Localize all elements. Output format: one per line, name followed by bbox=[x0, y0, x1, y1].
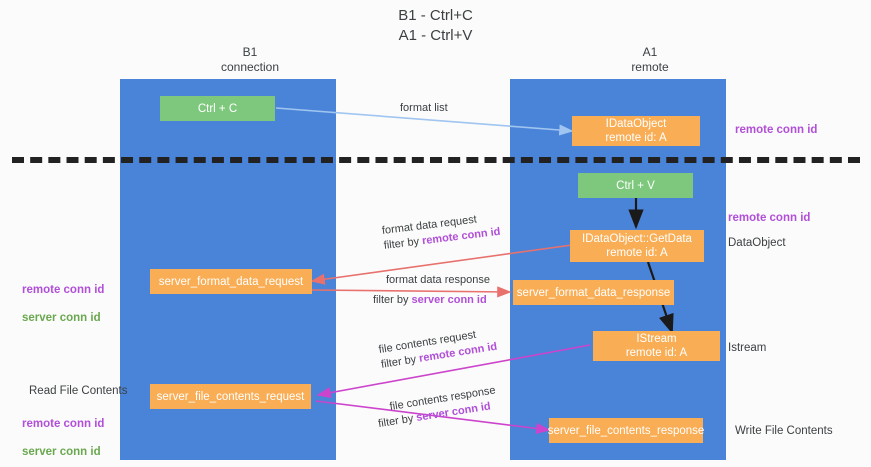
node-server-file-contents-response[interactable]: server_file_contents_response bbox=[548, 418, 704, 443]
node-istream[interactable]: IStream remote id: A bbox=[593, 331, 720, 361]
annotation-read-file-contents: Read File Contents bbox=[29, 385, 128, 397]
filter-by-text: filter by bbox=[377, 412, 418, 431]
column-header-b1: B1 connection bbox=[220, 45, 280, 74]
edge-label-format-list: format list bbox=[400, 101, 448, 116]
filter-by-text: filter by bbox=[383, 235, 423, 252]
annotation-write-file-contents: Write File Contents bbox=[735, 425, 833, 437]
annotation-dataobject: DataObject bbox=[728, 237, 786, 249]
node-ctrl-v[interactable]: Ctrl + V bbox=[578, 173, 693, 198]
annotation-istream: Istream bbox=[728, 342, 767, 354]
edge-label-format-list-line1: format list bbox=[400, 102, 448, 114]
annotation-left-conn-ids-mid: remote conn id server conn id bbox=[22, 269, 104, 339]
annotation-left-conn-ids-bottom: remote conn id server conn id bbox=[22, 403, 104, 467]
edge-label-format-data-response-line2: filter by server conn id bbox=[373, 293, 490, 308]
node-server-format-data-request[interactable]: server_format_data_request bbox=[150, 269, 312, 294]
node-idataobject-getdata[interactable]: IDataObject::GetData remote id: A bbox=[570, 230, 704, 262]
remote-conn-id-text: remote conn id bbox=[22, 284, 105, 296]
node-server-file-contents-request[interactable]: server_file_contents_request bbox=[150, 384, 311, 409]
page-title: B1 - Ctrl+C A1 - Ctrl+V bbox=[398, 7, 473, 44]
edge-label-format-data-response: format data response filter by server co… bbox=[373, 273, 490, 308]
edge-label-file-contents-response: file contents response filter by server … bbox=[377, 383, 499, 430]
conn-id-key: server conn id bbox=[411, 294, 487, 306]
server-conn-id-text: server conn id bbox=[22, 312, 101, 324]
edge-label-file-contents-request: file contents request filter by remote c… bbox=[378, 325, 499, 373]
section-divider bbox=[12, 157, 860, 163]
edge-label-format-data-response-line1: format data response bbox=[386, 274, 490, 286]
remote-conn-id-text: remote conn id bbox=[22, 418, 105, 430]
node-idataobject[interactable]: IDataObject remote id: A bbox=[572, 116, 700, 146]
annotation-remote-conn-id-top: remote conn id bbox=[735, 124, 818, 136]
node-server-format-data-response[interactable]: server_format_data_response bbox=[513, 280, 674, 305]
edge-label-format-data-request: format data request filter by remote con… bbox=[381, 210, 501, 254]
server-conn-id-text: server conn id bbox=[22, 446, 101, 458]
node-ctrl-c[interactable]: Ctrl + C bbox=[160, 96, 275, 121]
annotation-remote-conn-id-mid: remote conn id bbox=[728, 212, 811, 224]
filter-by-text: filter by bbox=[373, 294, 412, 306]
column-header-a1: A1 remote bbox=[631, 45, 669, 74]
